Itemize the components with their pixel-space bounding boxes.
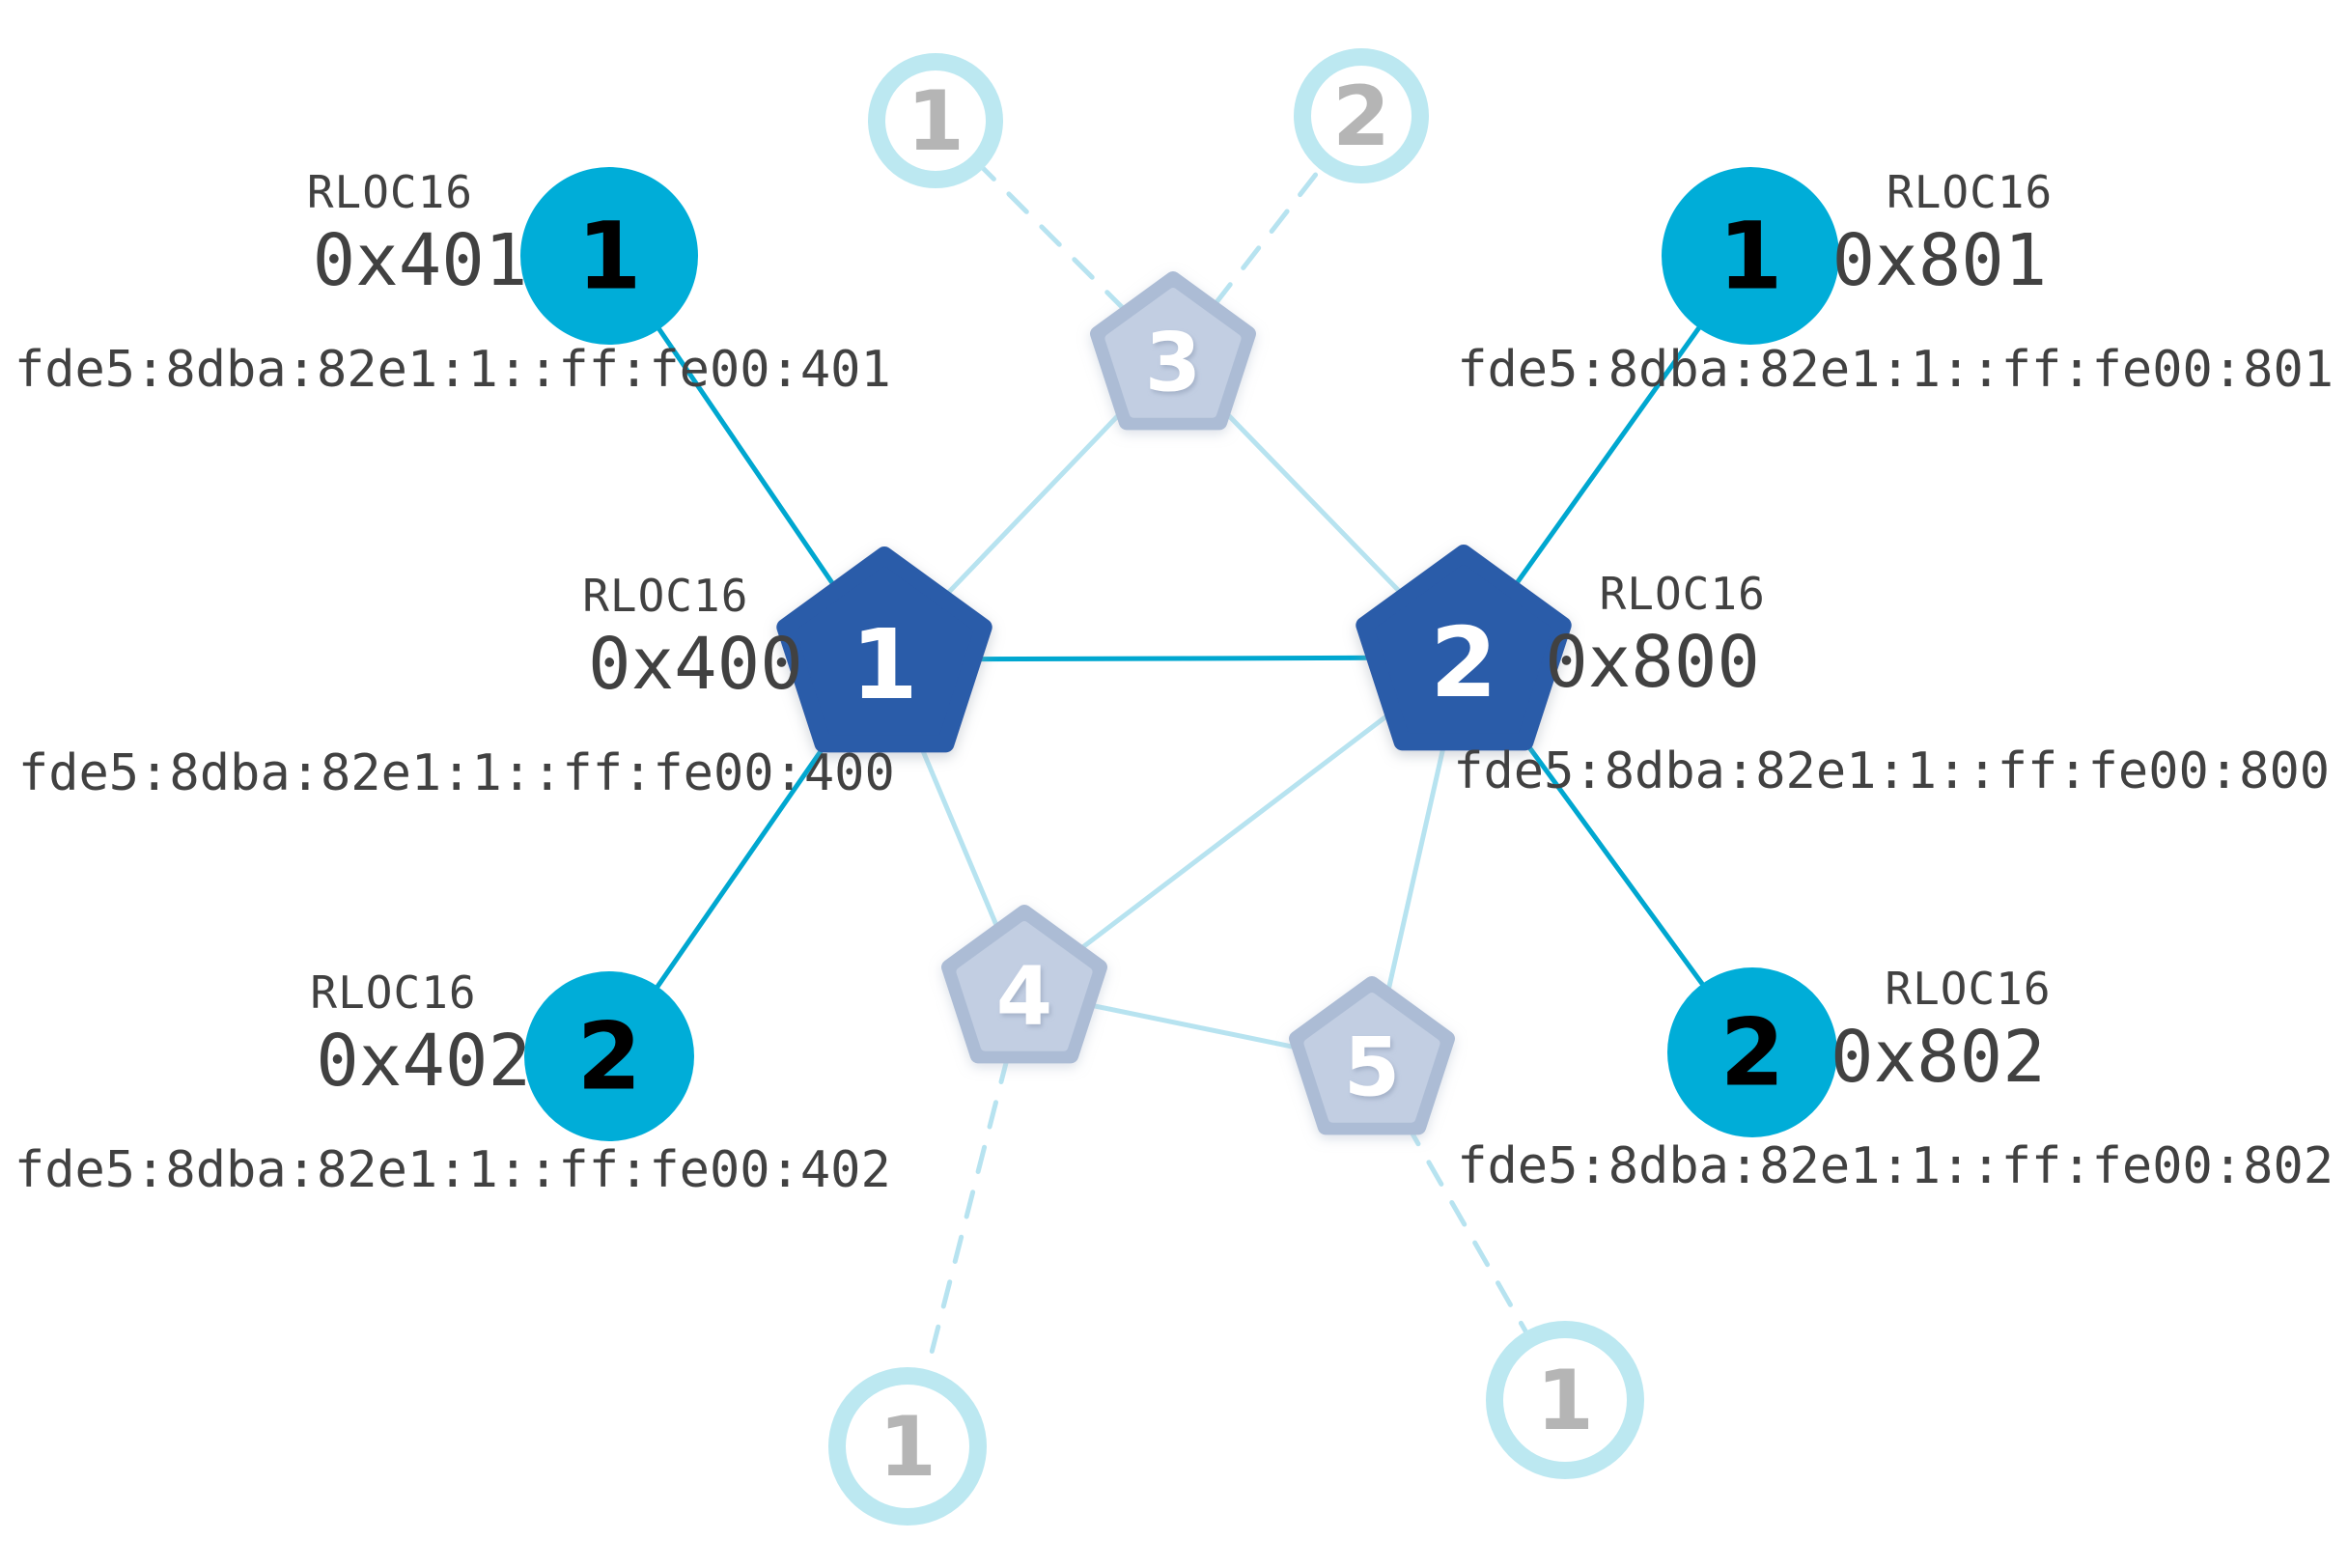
- router-pentagon-shape: [1356, 545, 1572, 751]
- link-router-800-to-faded-router-5: [1384, 742, 1447, 999]
- link-router-400-to-child-402: [655, 730, 836, 990]
- node-faded-router-3[interactable]: 3: [1090, 271, 1256, 431]
- node-router-400[interactable]: 1: [776, 546, 992, 753]
- node-number-label: 1: [1536, 1353, 1594, 1449]
- nodes-layer: 1 1 2 1 2 2 3 4 5 1 2 1 1: [520, 48, 1839, 1526]
- node-number-label: 2: [1332, 69, 1390, 165]
- node-faded-child-bl[interactable]: 1: [828, 1367, 987, 1526]
- child-circle-shape: [524, 971, 694, 1141]
- link-router-400-to-faded-router-4: [916, 740, 1001, 932]
- rloc16-caption: RLOC16: [1887, 166, 2053, 218]
- ipv6-address: fde5:8dba:82e1:1::ff:fe00:802: [1457, 1137, 2334, 1195]
- ipv6-address: fde5:8dba:82e1:1::ff:fe00:402: [14, 1141, 891, 1199]
- node-faded-child-tr[interactable]: 2: [1294, 48, 1429, 183]
- faded-pentagon-shape: [956, 921, 1093, 1051]
- link-faded-router-3-to-faded-child-tl: [981, 166, 1128, 313]
- node-number-label: 2: [1430, 606, 1497, 719]
- link-faded-router-4-to-faded-router-5: [1088, 1002, 1308, 1052]
- node-child-801[interactable]: 1: [1662, 167, 1839, 345]
- link-router-800-to-faded-router-4: [1076, 709, 1395, 953]
- rloc16-caption: RLOC16: [1885, 963, 2051, 1015]
- link-router-400-to-child-401: [657, 326, 837, 588]
- links-layer: [655, 166, 1705, 1373]
- link-router-800-to-child-801: [1513, 325, 1702, 587]
- node-number-label: 1: [577, 203, 642, 311]
- node-faded-router-5[interactable]: 5: [1289, 976, 1455, 1135]
- rloc16-value: 0x800: [1545, 621, 1760, 704]
- node-child-402[interactable]: 2: [524, 971, 694, 1141]
- rloc16-caption: RLOC16: [582, 570, 748, 622]
- hollow-circle-shape: [868, 53, 1003, 188]
- faded-pentagon-shape: [1104, 288, 1242, 418]
- ipv6-address: fde5:8dba:82e1:1::ff:fe00:801: [1457, 341, 2334, 399]
- node-faded-child-br[interactable]: 1: [1486, 1321, 1644, 1479]
- node-child-401[interactable]: 1: [520, 167, 698, 345]
- node-number-label: 1: [879, 1399, 936, 1496]
- node-faded-router-4[interactable]: 4: [941, 905, 1107, 1064]
- faded-pentagon-shape: [1303, 993, 1440, 1123]
- hollow-circle-shape: [1294, 48, 1429, 183]
- node-number-label: 1: [1719, 203, 1783, 311]
- child-circle-shape: [1667, 967, 1837, 1137]
- ipv6-address: fde5:8dba:82e1:1::ff:fe00:400: [18, 744, 895, 802]
- rloc16-caption: RLOC16: [1600, 568, 1766, 620]
- hollow-circle-shape: [828, 1367, 987, 1526]
- node-number-label: 3: [1145, 316, 1201, 410]
- link-faded-router-5-to-faded-child-br: [1403, 1119, 1528, 1334]
- rloc16-value: 0x801: [1832, 219, 2048, 302]
- link-router-400-to-faded-router-3: [943, 405, 1129, 598]
- ipv6-address: fde5:8dba:82e1:1::ff:fe00:800: [1453, 742, 2330, 800]
- rloc16-caption: RLOC16: [307, 166, 473, 218]
- link-faded-router-4-to-faded-child-bl: [924, 1054, 1010, 1373]
- hollow-circle-shape: [1486, 1321, 1644, 1479]
- link-router-800-to-faded-router-3: [1217, 405, 1404, 596]
- node-number-label: 1: [907, 73, 964, 170]
- child-circle-shape: [1662, 167, 1839, 345]
- node-child-802[interactable]: 2: [1667, 967, 1837, 1137]
- node-number-label: 2: [577, 1003, 642, 1111]
- node-number-label: 4: [996, 949, 1052, 1044]
- router-pentagon-shape: [776, 546, 992, 753]
- link-router-800-to-child-802: [1514, 727, 1705, 987]
- node-faded-child-tl[interactable]: 1: [868, 53, 1003, 188]
- node-number-label: 5: [1344, 1021, 1400, 1115]
- link-faded-router-3-to-faded-child-tr: [1212, 166, 1323, 307]
- node-number-label: 1: [851, 608, 918, 721]
- rloc16-value: 0x401: [313, 219, 528, 302]
- rloc16-value: 0x400: [588, 623, 803, 706]
- child-circle-shape: [520, 167, 698, 345]
- node-router-800[interactable]: 2: [1356, 545, 1572, 751]
- rloc16-caption: RLOC16: [310, 966, 476, 1019]
- labels-layer: RLOC160x401fde5:8dba:82e1:1::ff:fe00:401…: [14, 166, 2334, 1199]
- rloc16-value: 0x402: [316, 1020, 531, 1103]
- node-number-label: 2: [1720, 999, 1785, 1107]
- ipv6-address: fde5:8dba:82e1:1::ff:fe00:401: [14, 341, 891, 399]
- rloc16-value: 0x802: [1831, 1016, 2046, 1099]
